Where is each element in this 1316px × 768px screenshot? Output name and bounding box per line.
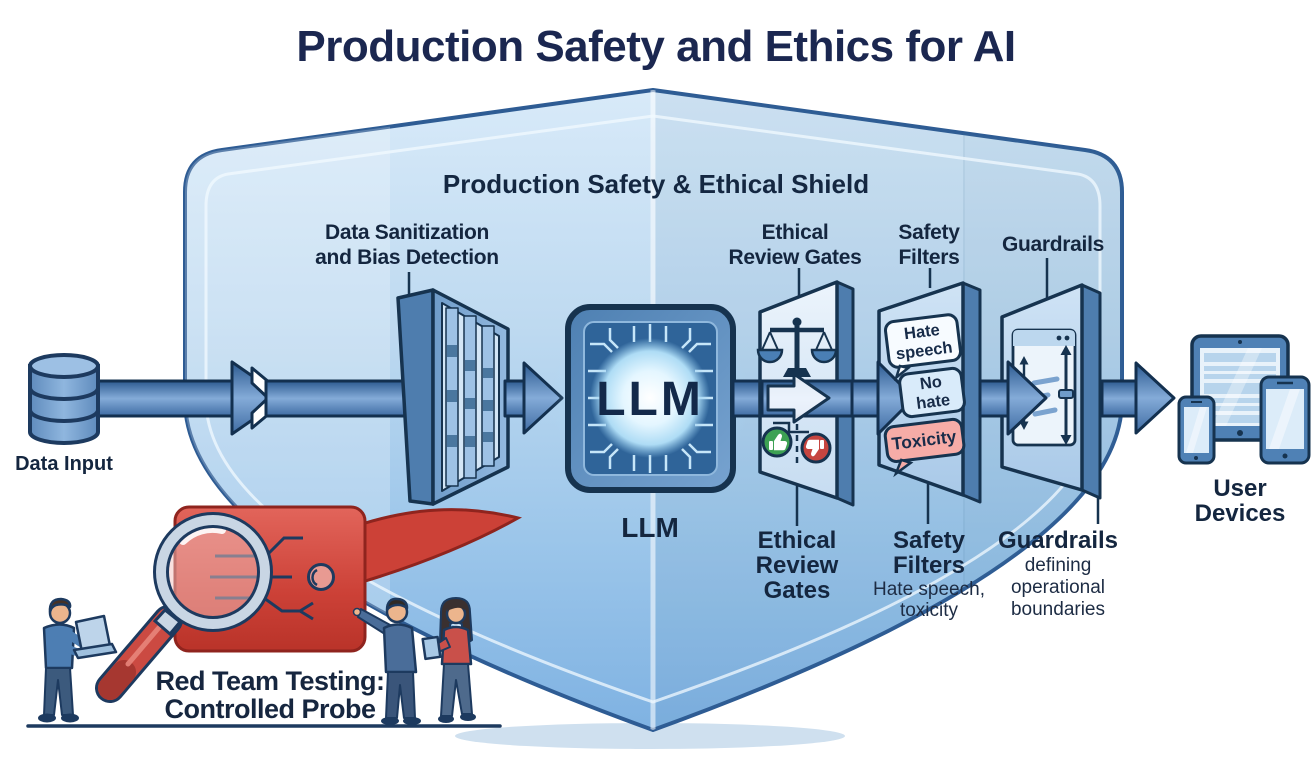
arrow-segment — [1100, 361, 1176, 435]
gate-arrow-outline — [766, 372, 831, 424]
speech-bubble-hate: Hate speech — [883, 313, 963, 382]
label-red-team-1: Red Team Testing: — [155, 666, 384, 696]
red-callout — [95, 505, 523, 703]
thumbs-up-icon — [761, 426, 793, 458]
label-safety-bottom-1: Safety — [893, 527, 966, 554]
speech-bubble-toxicity: Toxicity — [883, 417, 966, 478]
label-guardrails-top: Guardrails — [1002, 233, 1104, 256]
person-pointing — [352, 597, 421, 725]
label-ethical-bottom-1: Ethical — [758, 527, 837, 554]
phone-icon-large — [1259, 375, 1311, 465]
page-title: Production Safety and Ethics for AI — [296, 22, 1015, 71]
label-red-team-2: Controlled Probe — [164, 694, 375, 724]
label-ethical-top-1: Ethical — [762, 221, 829, 244]
balance-scale-icon — [756, 317, 838, 377]
bubble-text: No — [919, 373, 943, 394]
label-user-devices-2: Devices — [1195, 500, 1286, 527]
shield-title: Production Safety & Ethical Shield — [443, 169, 869, 199]
arrow-segment — [503, 361, 564, 435]
arrow-segment — [850, 360, 916, 436]
callout-tail — [360, 508, 523, 585]
shield-shadow — [455, 723, 845, 749]
bubble-text: hate — [915, 391, 951, 413]
ai-chip-icon: LLM — [550, 298, 750, 498]
person-tablet — [421, 597, 476, 723]
label-sanitization-1: Data Sanitization — [325, 221, 489, 244]
label-safety-top-2: Filters — [899, 246, 960, 269]
label-safety-sub-1: Hate speech, — [873, 579, 985, 600]
label-guardrails-sub-1: defining — [1025, 555, 1092, 576]
label-safety-top-1: Safety — [898, 221, 960, 244]
label-sanitization-2: and Bias Detection — [315, 246, 499, 269]
label-guardrails-bottom: Guardrails — [998, 527, 1118, 554]
thumbs-down-icon — [800, 432, 832, 464]
label-data-input: Data Input — [15, 453, 113, 475]
label-llm-caption: LLM — [621, 512, 679, 543]
gate-step-line — [773, 421, 809, 434]
pipeline-arrow — [68, 360, 286, 436]
label-connectors — [407, 258, 1100, 526]
devices-icon — [1177, 334, 1311, 465]
database-icon — [28, 353, 100, 445]
label-safety-bottom-2: Filters — [893, 552, 965, 579]
top-labels: Data Sanitization and Bias Detection Eth… — [315, 221, 1104, 269]
bottom-labels: Ethical Review Gates Safety Filters Hate… — [756, 527, 1118, 621]
label-user-devices-1: User — [1213, 475, 1266, 502]
label-ethical-bottom-3: Gates — [764, 577, 831, 604]
person-laptop — [38, 597, 118, 723]
label-safety-sub-2: toxicity — [900, 600, 959, 621]
magnifier-icon — [95, 512, 273, 703]
server-rack-icon — [396, 288, 510, 506]
label-ethical-bottom-2: Review — [756, 552, 839, 579]
label-guardrails-sub-2: operational — [1011, 577, 1105, 598]
phone-icon-small — [1177, 395, 1216, 465]
label-ethical-top-2: Review Gates — [729, 246, 862, 269]
arrow-segment — [978, 360, 1048, 436]
bubble-text: Hate — [903, 321, 941, 343]
speech-bubble-no-hate: No hate — [898, 366, 966, 419]
llm-chip-text: LLM — [596, 373, 704, 426]
label-guardrails-sub-3: boundaries — [1011, 599, 1105, 620]
